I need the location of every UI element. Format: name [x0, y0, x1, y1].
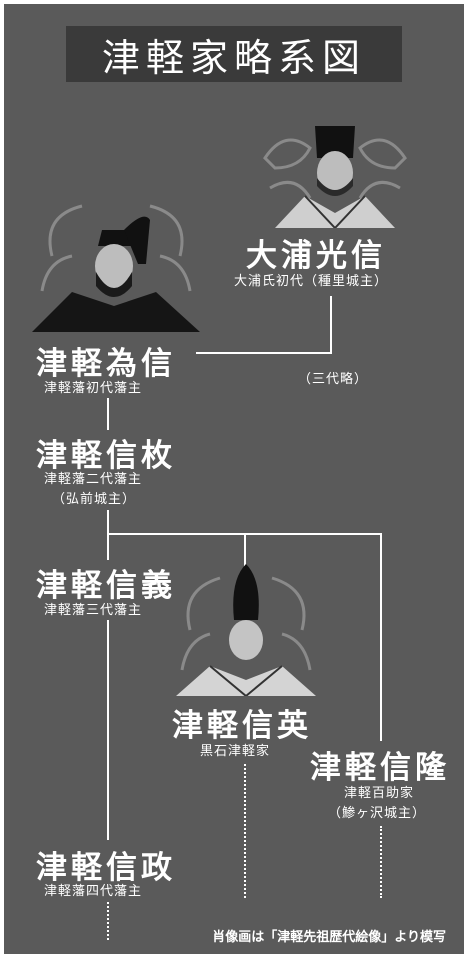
- person-name-nobumasa: 津軽信政: [36, 850, 176, 886]
- connector-tamenobu-nobuhira: [107, 398, 109, 430]
- person-sub2-nobutaka: （鯵ヶ沢城主）: [328, 806, 427, 821]
- connector-nobuyoshi-nobumasa: [107, 620, 109, 840]
- portrait-nobuhide-icon: [176, 564, 316, 696]
- page-title: 津軽家略系図: [66, 26, 402, 82]
- person-name-nobuyoshi: 津軽信義: [36, 568, 176, 604]
- person-sub1-nobuhira: 津軽藩二代藩主: [44, 472, 143, 487]
- portrait-credit: 肖像画は「津軽先祖歴代絵像」より模写: [212, 930, 446, 945]
- person-sub1-nobutaka: 津軽百助家: [344, 786, 415, 801]
- person-sub-tamenobu: 津軽藩初代藩主: [44, 381, 143, 396]
- connector-branch-nobuhide: [244, 533, 246, 573]
- connector-oura-across: [196, 352, 332, 354]
- connector-branch-nobutaka: [380, 533, 382, 741]
- dotted-line-nobutaka: [380, 826, 382, 898]
- person-name-tamenobu: 津軽為信: [36, 346, 176, 382]
- person-sub-nobumasa: 津軽藩四代藩主: [44, 884, 143, 899]
- connector-oura-down: [330, 296, 332, 354]
- connector-nobuhira-down: [107, 510, 109, 560]
- dotted-line-nobumasa: [107, 902, 109, 940]
- portrait-oura-icon: [263, 126, 407, 228]
- person-name-nobuhira: 津軽信枚: [36, 438, 176, 474]
- diagram-panel: [4, 4, 464, 954]
- person-name-nobutaka: 津軽信隆: [310, 750, 450, 786]
- person-sub2-nobuhira: （弘前城主）: [52, 492, 137, 507]
- person-name-nobuhide: 津軽信英: [172, 708, 312, 744]
- portrait-tamenobu-icon: [32, 204, 200, 332]
- omission-note: （三代略）: [298, 372, 369, 387]
- person-sub-nobuhide: 黒石津軽家: [200, 744, 271, 759]
- dotted-line-nobuhide: [244, 764, 246, 898]
- person-sub-oura: 大浦氏初代（種里城主）: [234, 274, 389, 289]
- person-name-oura: 大浦光信: [246, 238, 386, 274]
- person-sub-nobuyoshi: 津軽藩三代藩主: [44, 603, 143, 618]
